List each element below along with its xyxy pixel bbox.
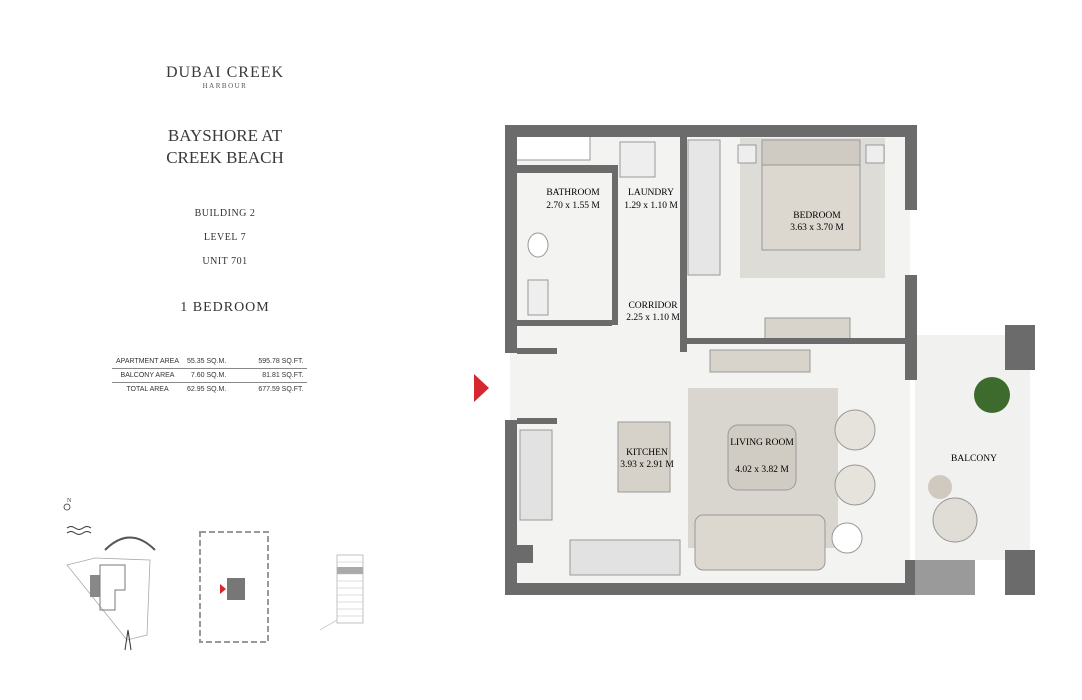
kitchen-counter: [569, 539, 681, 576]
room-dim: 1.29 x 1.10 M: [624, 201, 678, 211]
vanity: [527, 279, 549, 316]
room-name: LAUNDRY: [628, 188, 674, 198]
coffee-table: [727, 424, 797, 491]
unit-label: UNIT 701: [202, 256, 248, 267]
level-stack: [319, 554, 364, 631]
room-dim: 4.02 x 3.82 M: [735, 465, 789, 475]
project-title-line2: CREEK BEACH: [166, 148, 284, 167]
wardrobe: [687, 139, 721, 276]
armchair: [834, 464, 876, 506]
area-label: APARTMENT AREA: [116, 358, 180, 365]
key-plans: N: [63, 498, 364, 651]
nightstand: [865, 144, 885, 164]
site-plan: N: [63, 498, 156, 651]
table-row: APARTMENT AREA 55.35 SQ.M. 595.78 SQ.FT.: [112, 355, 307, 369]
entry-marker-icon: [474, 374, 489, 402]
room-dim: 2.70 x 1.55 M: [546, 201, 600, 211]
tv-console: [709, 349, 811, 373]
room-name: BEDROOM: [793, 211, 841, 221]
brand-logo-name: DUBAI CREEK: [165, 64, 285, 81]
room-name: LIVING ROOM: [730, 438, 794, 448]
area-sqm: 55.35 SQ.M.: [187, 358, 227, 365]
armchair: [834, 409, 876, 451]
brand-logo-sub: HARBOUR: [202, 82, 248, 90]
unit-marker-icon: [220, 584, 226, 594]
bridge-icon: [104, 536, 156, 551]
floor-plan: BATHROOM 2.70 x 1.55 M LAUNDRY 1.29 x 1.…: [505, 125, 1035, 595]
sofa: [694, 514, 826, 571]
building-plan: [199, 531, 269, 643]
compass-label: N: [67, 498, 72, 504]
nightstand: [737, 144, 757, 164]
area-table: APARTMENT AREA 55.35 SQ.M. 595.78 SQ.FT. B…: [112, 355, 308, 396]
area-sqm: 62.95 SQ.M.: [183, 382, 231, 396]
room-dim: 3.93 x 2.91 M: [620, 460, 674, 470]
kitchen-counter: [519, 429, 553, 521]
room-name: BALCONY: [951, 454, 997, 464]
compass-icon: [63, 503, 71, 511]
plant: [974, 377, 1010, 413]
water-icon: [66, 526, 92, 535]
console-table: [764, 317, 851, 341]
level-label: LEVEL 7: [203, 232, 247, 243]
toilet: [527, 232, 549, 258]
area-sqm: 7.60 SQ.M.: [183, 368, 231, 383]
project-title: BAYSHORE AT CREEK BEACH: [120, 125, 330, 169]
area-sqft: 81.81 SQ.FT.: [230, 368, 308, 383]
bathtub: [514, 134, 591, 161]
room-name: KITCHEN: [626, 448, 668, 458]
project-title-line1: BAYSHORE AT: [167, 126, 283, 145]
area-label: TOTAL AREA: [112, 382, 184, 396]
unit-type: 1 BEDROOM: [180, 300, 270, 315]
dining-table: [617, 421, 671, 493]
area-sqft: 595.78 SQ.FT.: [258, 358, 304, 365]
washer: [619, 141, 656, 178]
building-label: BUILDING 2: [194, 208, 256, 219]
tower-icon: [124, 629, 132, 651]
area-label: BALCONY AREA: [112, 368, 184, 383]
area-sqft: 677.59 SQ.FT.: [230, 382, 308, 396]
walls: [505, 125, 1035, 595]
room-dim: 2.25 x 1.10 M: [626, 313, 680, 323]
room-name: CORRIDOR: [628, 301, 678, 311]
room-name-text: LIVING ROOM: [730, 438, 794, 448]
room-dim: 3.63 x 3.70 M: [790, 223, 844, 233]
room-name: BATHROOM: [546, 188, 600, 198]
